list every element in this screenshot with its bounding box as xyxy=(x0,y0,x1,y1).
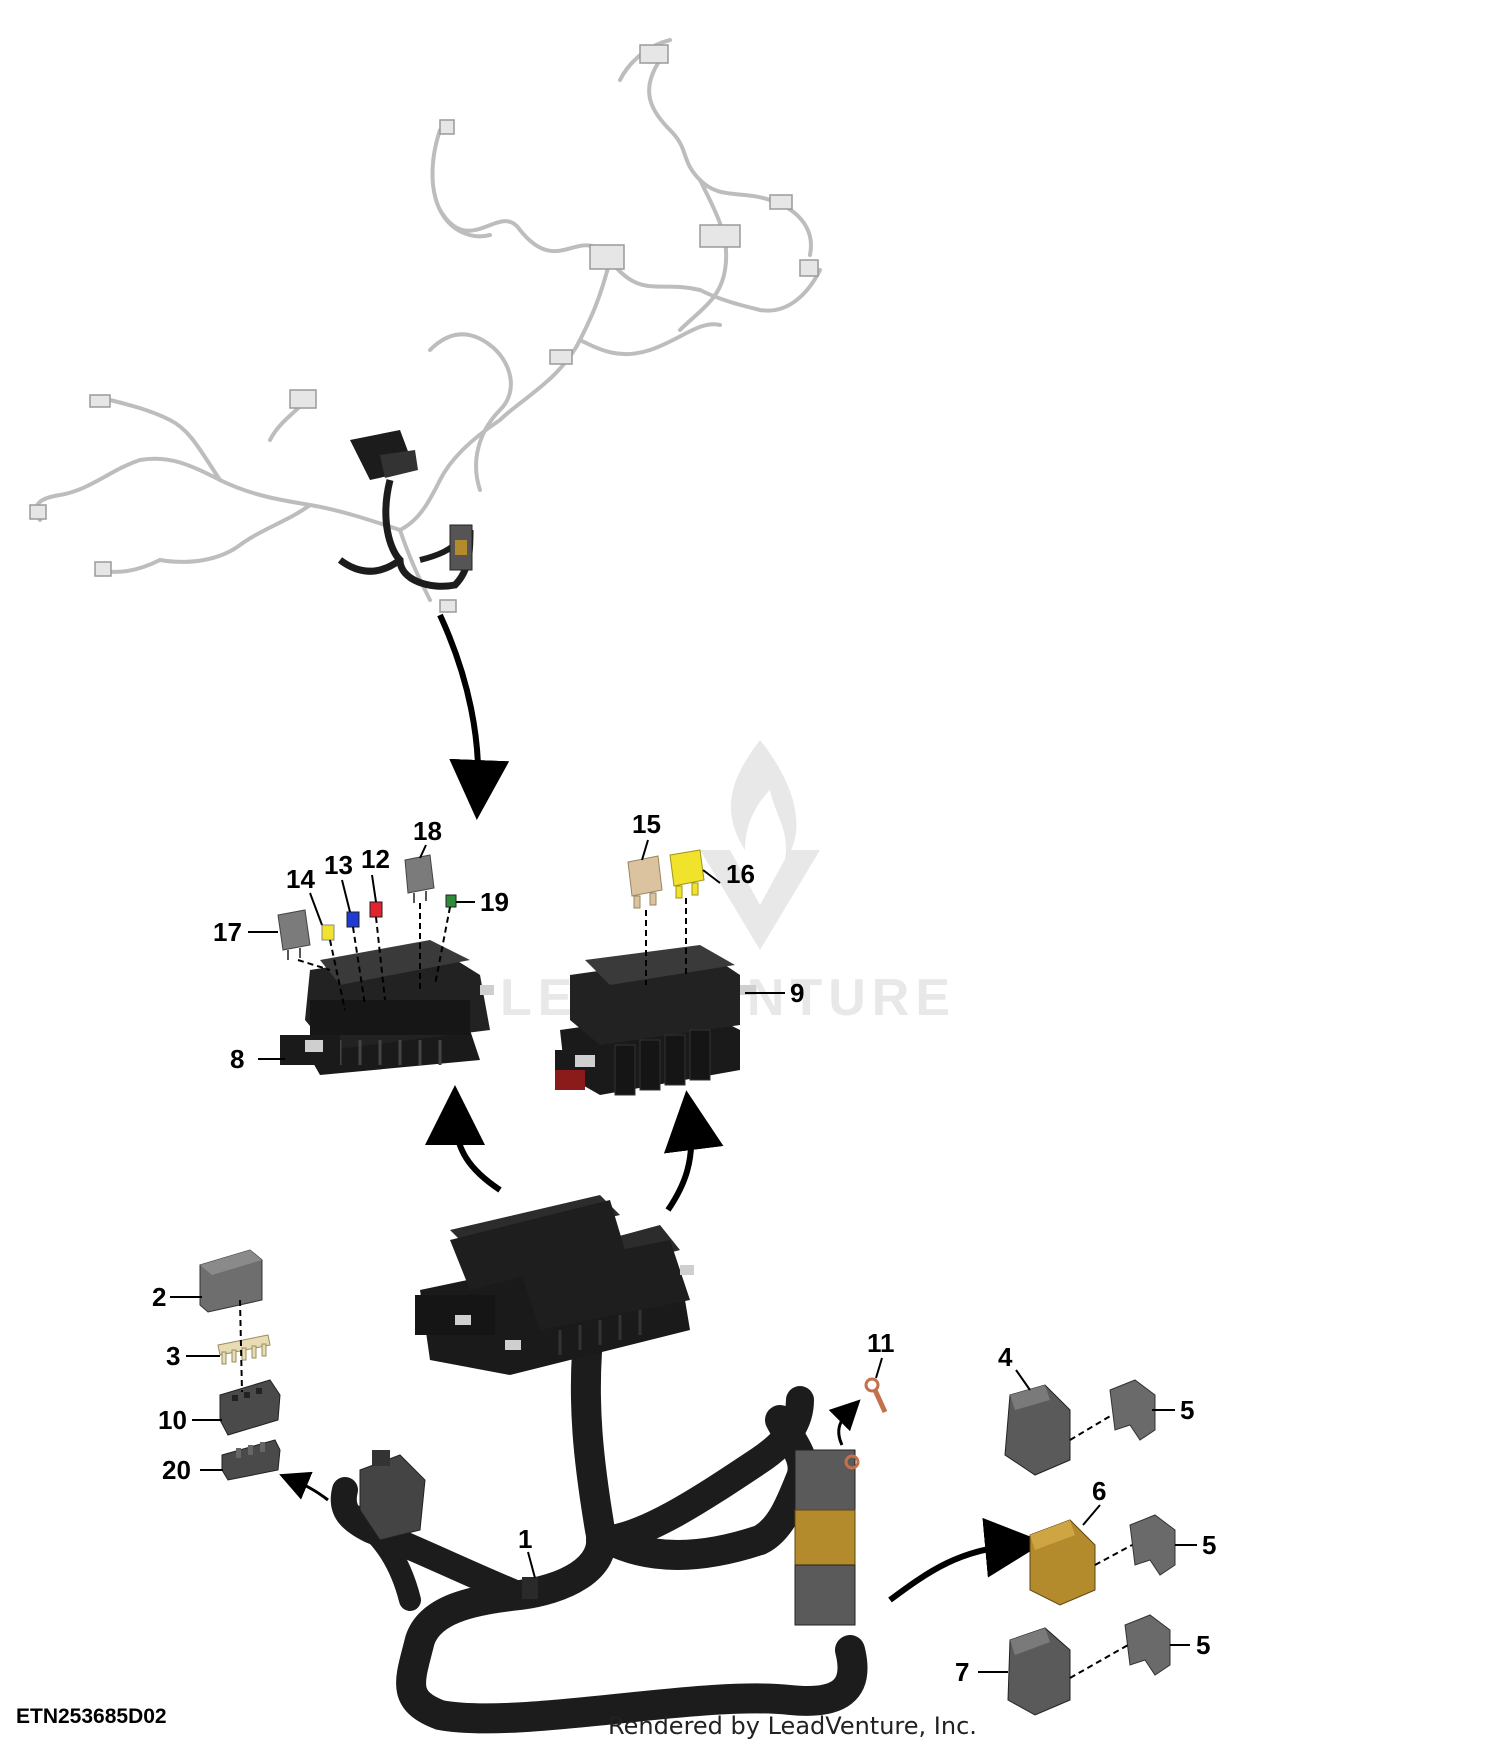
harness-overview-connectors xyxy=(29,44,819,613)
callout-5-a: 5 xyxy=(1180,1395,1194,1425)
insertion-lines xyxy=(297,898,687,1011)
callout-6: 6 xyxy=(1092,1476,1106,1506)
harness-left-connector xyxy=(359,1450,426,1541)
callout-15: 15 xyxy=(632,809,661,839)
bus-bar-3 xyxy=(217,1334,271,1365)
main-harness xyxy=(330,1305,868,1734)
callout-13: 13 xyxy=(324,850,353,880)
maxi-fuse-15 xyxy=(627,855,663,909)
ring-terminal-11 xyxy=(864,1377,888,1414)
fuse-14 xyxy=(321,924,335,941)
fuse-block-9 xyxy=(555,945,756,1096)
callout-18: 18 xyxy=(413,816,442,846)
callout-5-c: 5 xyxy=(1196,1630,1210,1660)
callout-7: 7 xyxy=(955,1657,969,1687)
relay-17 xyxy=(277,909,311,960)
figure-id: ETN253685D02 xyxy=(16,1705,167,1728)
right-insertion-lines xyxy=(1069,1414,1133,1679)
callout-11: 11 xyxy=(867,1328,895,1358)
lock-5-a xyxy=(1109,1379,1156,1441)
callout-9: 9 xyxy=(790,978,804,1008)
connector-10 xyxy=(219,1379,281,1436)
connector-6 xyxy=(1029,1519,1096,1606)
callout-1: 1 xyxy=(518,1524,532,1554)
arrow-to-item-11 xyxy=(828,1399,861,1446)
render-credit: Rendered by LeadVenture, Inc. xyxy=(608,1712,977,1740)
fuse-19 xyxy=(445,894,457,908)
callout-10: 10 xyxy=(158,1405,187,1435)
relay-18 xyxy=(404,854,435,903)
harness-fuse-box xyxy=(415,1195,694,1375)
arrow-to-block-8 xyxy=(425,1085,502,1193)
stack-insertion-line xyxy=(239,1299,243,1393)
terminal-lock-20 xyxy=(221,1439,281,1481)
callout-2: 2 xyxy=(152,1282,166,1312)
harness-clip xyxy=(522,1577,538,1599)
arrow-to-block-9 xyxy=(663,1090,724,1212)
arrow-to-item-stack xyxy=(279,1471,329,1502)
callout-14: 14 xyxy=(286,864,315,894)
callout-8: 8 xyxy=(230,1044,244,1074)
arrow-to-connectors xyxy=(888,1517,1045,1603)
callout-19: 19 xyxy=(480,887,509,917)
fuse-13 xyxy=(346,911,360,928)
harness-overview-highlight xyxy=(337,430,474,590)
cover-2 xyxy=(199,1249,263,1313)
harness-overview xyxy=(34,38,822,602)
callout-4: 4 xyxy=(998,1342,1013,1372)
leaders-bottom xyxy=(170,1296,1197,1673)
fuse-block-8 xyxy=(280,940,494,1075)
leaders-middle xyxy=(248,839,785,1060)
lock-5-c xyxy=(1124,1614,1171,1676)
callout-5-b: 5 xyxy=(1202,1530,1216,1560)
callout-12: 12 xyxy=(361,844,390,874)
callout-labels: 1 2 3 4 5 6 5 7 5 8 9 10 11 12 13 14 15 … xyxy=(152,809,1216,1687)
fuse-12 xyxy=(369,901,383,918)
callout-3: 3 xyxy=(166,1341,180,1371)
lock-5-b xyxy=(1129,1514,1176,1576)
connector-7 xyxy=(1007,1627,1071,1716)
callout-16: 16 xyxy=(726,859,755,889)
harness-connector-cluster xyxy=(794,1449,860,1626)
connector-4 xyxy=(1004,1384,1071,1476)
maxi-fuse-16 xyxy=(669,849,705,899)
callout-20: 20 xyxy=(162,1455,191,1485)
callout-17: 17 xyxy=(213,917,242,947)
zoom-arrow xyxy=(437,613,510,820)
